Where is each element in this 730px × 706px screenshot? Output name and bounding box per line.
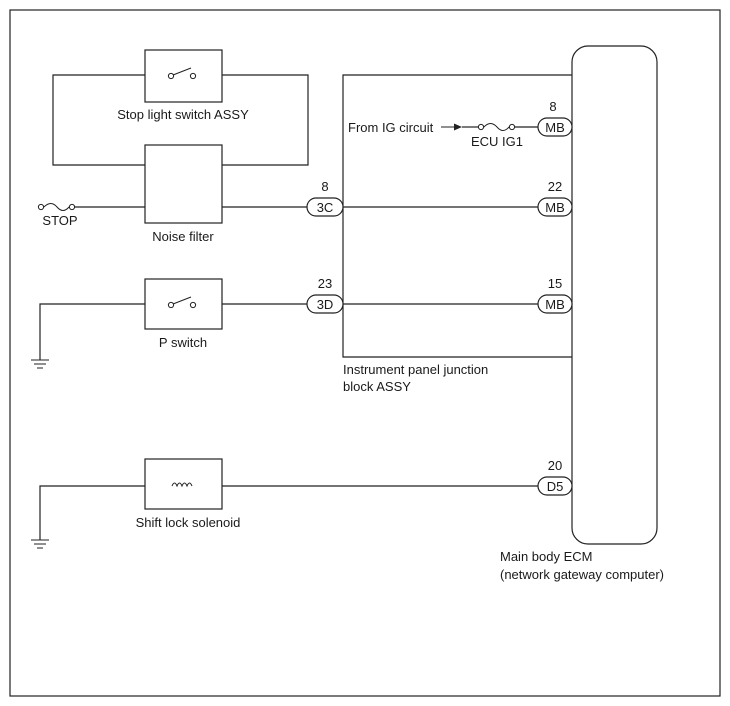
stop-light-switch-circuit: Stop light switch ASSY (52, 49, 309, 166)
arrow-right-icon (454, 123, 462, 131)
ig-circuit: From IG circuit ECU IG1 (348, 120, 538, 149)
connector-code: 3D (317, 297, 334, 312)
junction-block-label-line2: block ASSY (343, 379, 411, 394)
connector-ecm-d5-20: D5 20 (537, 458, 573, 496)
stop-light-switch-label: Stop light switch ASSY (117, 107, 249, 122)
switch-icon (167, 296, 197, 309)
connector-pin: 23 (318, 276, 332, 291)
p-switch-box (144, 278, 223, 330)
connector-code: MB (545, 297, 565, 312)
noise-filter-circuit: Noise filter STOP (37, 144, 307, 244)
p-switch-label: P switch (159, 335, 207, 350)
connector-ecm-mb-15: MB 15 (537, 276, 573, 314)
shift-lock-solenoid-circuit: Shift lock solenoid (30, 458, 538, 549)
coil-icon (171, 482, 193, 488)
connector-pin: 20 (548, 458, 562, 473)
main-body-ecm: Main body ECM (network gateway computer) (500, 45, 664, 582)
connector-3d: 3D 23 (306, 276, 344, 314)
connector-code: MB (545, 120, 565, 135)
from-ig-circuit-label: From IG circuit (348, 120, 434, 135)
ecm-label-line1: Main body ECM (500, 549, 592, 564)
connector-code: 3C (317, 200, 334, 215)
connector-code: MB (545, 200, 565, 215)
fuse-icon (477, 123, 516, 131)
connector-pin: 15 (548, 276, 562, 291)
noise-filter-box (144, 144, 223, 224)
connector-code: D5 (547, 479, 564, 494)
connector-ecm-mb-22: MB 22 (537, 179, 573, 217)
shift-lock-solenoid-box (144, 458, 223, 510)
diagram-frame (9, 9, 721, 697)
p-switch-circuit: P switch (30, 278, 307, 369)
connector-pin: 8 (549, 99, 556, 114)
noise-filter-label: Noise filter (152, 229, 214, 244)
fuse-icon (37, 203, 76, 211)
switch-icon (167, 67, 197, 80)
ecm-box (571, 45, 658, 545)
stop-light-switch-box (144, 49, 223, 103)
connector-3c: 3C 8 (306, 179, 344, 217)
ecu-ig1-label: ECU IG1 (471, 134, 523, 149)
stop-fuse-label: STOP (42, 213, 77, 228)
ecm-label-line2: (network gateway computer) (500, 567, 664, 582)
connector-ecm-mb-8: MB 8 (537, 99, 573, 137)
shift-lock-solenoid-label: Shift lock solenoid (136, 515, 241, 530)
junction-block-label-line1: Instrument panel junction (343, 362, 488, 377)
junction-block: Instrument panel junction block ASSY (342, 74, 572, 394)
connector-pin: 8 (321, 179, 328, 194)
connector-pin: 22 (548, 179, 562, 194)
